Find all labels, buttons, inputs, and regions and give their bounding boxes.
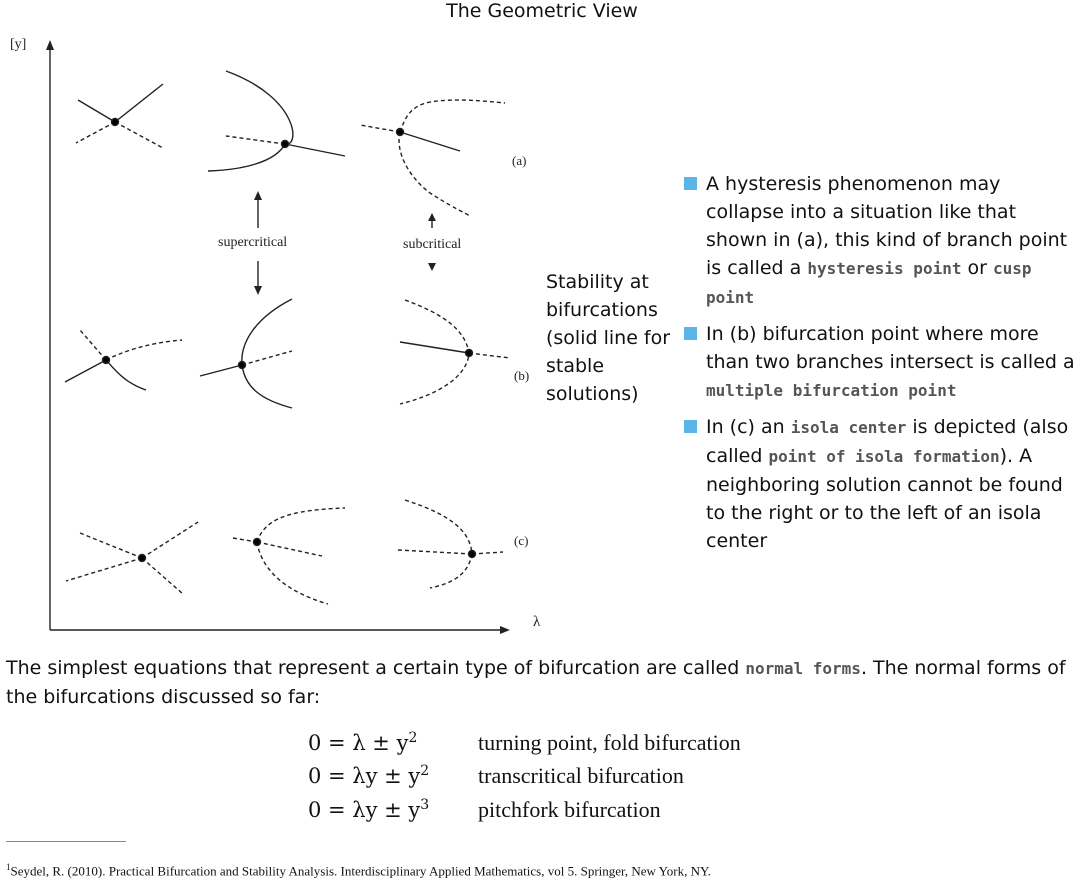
y-axis-label: [y] (10, 37, 26, 52)
supercritical-arrows (254, 191, 262, 295)
bifurcation-figure: [y] λ (a) supercritical subcritical (10, 37, 541, 634)
diagram-a1 (75, 83, 164, 149)
equation-pitchfork-desc: pitchfork bifurcation (478, 797, 661, 822)
diagram-a2 (207, 70, 346, 172)
equation-fold: 0 = λ ± y2 (308, 730, 418, 755)
row-label-c: (c) (514, 533, 528, 548)
supercritical-label: supercritical (218, 235, 287, 250)
stability-note: Stability at bifurcations (solid line fo… (546, 271, 671, 405)
bullet-hysteresis: A hysteresis phenomenon may collapse int… (684, 170, 1079, 312)
term-normal-forms: normal forms (745, 659, 861, 678)
bullet-marker-icon (684, 327, 697, 340)
row-label-a: (a) (512, 153, 526, 168)
equation-transcritical-desc: transcritical bifurcation (478, 763, 684, 788)
bullet-isola: In (c) an isola center is depicted (also… (684, 413, 1079, 555)
diagram-b1 (64, 329, 183, 391)
diagram-b3 (399, 299, 511, 405)
y-axis-arrow (46, 40, 54, 50)
term-hysteresis-point: hysteresis point (807, 259, 962, 278)
term-multiple-bifurcation-point: multiple bifurcation point (706, 381, 957, 400)
bullet-multiple: In (b) bifurcation point where more than… (684, 320, 1079, 405)
bullet-text: A hysteresis phenomenon may collapse int… (706, 173, 1068, 307)
diagram-b2 (199, 298, 293, 409)
term-isola-center: isola center (790, 418, 907, 437)
term-isola-formation: point of isola formation (768, 447, 1000, 466)
diagram-c3 (397, 499, 504, 589)
x-axis-arrow (500, 626, 510, 634)
normal-forms-paragraph: The simplest equations that represent a … (6, 657, 1066, 708)
diagram-a3 (359, 99, 506, 217)
footnote-divider (6, 841, 126, 842)
term-cusp-point: cusp point (706, 259, 1032, 307)
bullet-text: In (c) an isola center is depicted (also… (706, 416, 1069, 552)
footnote: 1Seydel, R. (2010). Practical Bifurcatio… (6, 862, 711, 879)
bullet-list: A hysteresis phenomenon may collapse int… (684, 170, 1079, 563)
bullet-marker-icon (684, 420, 697, 433)
equation-fold-desc: turning point, fold bifurcation (478, 730, 741, 755)
bullet-text: In (b) bifurcation point where more than… (706, 323, 1075, 400)
row-label-b: (b) (514, 368, 529, 383)
bullet-marker-icon (684, 177, 697, 190)
equation-transcritical: 0 = λy ± y2 (308, 763, 430, 788)
x-axis-label: λ (533, 614, 541, 630)
equation-pitchfork: 0 = λy ± y3 (308, 797, 430, 822)
diagram-c1 (65, 521, 199, 595)
diagram-c2 (232, 507, 346, 605)
subcritical-label: subcritical (403, 237, 461, 252)
subcritical-arrows (428, 213, 436, 271)
page-title: The Geometric View (446, 0, 638, 22)
